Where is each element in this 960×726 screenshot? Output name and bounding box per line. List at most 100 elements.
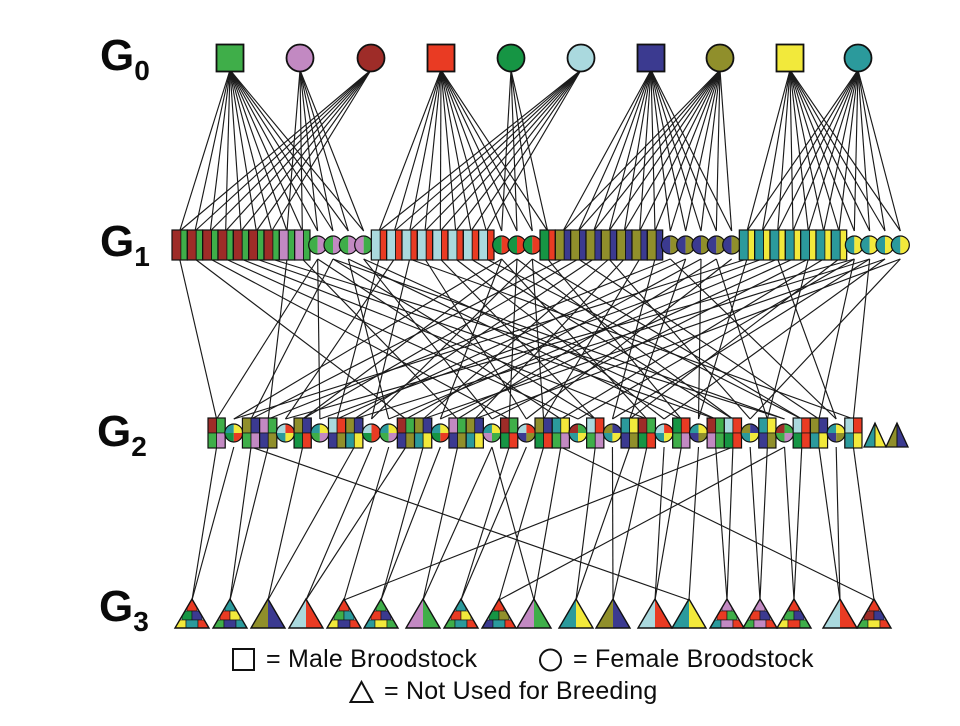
g3-offspring-17: [821, 597, 859, 629]
edge-g0-g1: [209, 69, 372, 232]
edge-g0-g1: [440, 69, 457, 232]
triangle-icon: [348, 679, 375, 703]
g2-offspring-31: [740, 423, 760, 443]
edge-g0-g1: [577, 69, 652, 232]
edge-g0-g1: [761, 69, 859, 232]
edge-g2-g3: [560, 446, 875, 601]
edge-g0-g1: [229, 69, 242, 232]
edge-g2-g3: [575, 446, 596, 601]
edge-g0-g1: [440, 69, 533, 232]
g3-offspring-1: [211, 597, 249, 629]
edge-g2-g3: [498, 446, 785, 601]
edge-g0-g1: [440, 69, 518, 232]
g1-offspring-27: [585, 229, 602, 261]
g2-offspring-37: [844, 417, 863, 449]
edge-g1-g2: [439, 258, 596, 420]
g2-offspring-20: [551, 417, 571, 449]
edge-g0-g1: [562, 69, 721, 232]
g0-parent-2: [356, 43, 386, 73]
g0-parent-3: [426, 43, 456, 73]
g0-parent-6: [636, 43, 666, 73]
gen-label-g1: G1: [100, 220, 150, 271]
edge-g2-g3: [852, 446, 875, 601]
g1-offspring-42: [815, 229, 832, 261]
legend-item-male: = Male Broodstock: [230, 645, 477, 674]
g3-offspring-8: [480, 597, 518, 629]
edge-g0-g1: [715, 69, 721, 232]
edge-g1-g2: [577, 258, 855, 420]
edge-g0-g1: [378, 69, 582, 232]
edge-g0-g1: [424, 69, 582, 232]
g0-parent-8: [775, 43, 805, 73]
edge-g1-g2: [532, 258, 803, 420]
edge-g1-g2: [470, 258, 734, 420]
edge-g2-g3: [343, 446, 390, 601]
edge-g1-g2: [543, 258, 641, 420]
g1-offspring-25: [554, 229, 572, 261]
edge-g2-g3: [575, 446, 631, 601]
edge-g0-g1: [719, 69, 733, 232]
g2-offspring-28: [688, 423, 709, 443]
edge-g1-g2: [256, 258, 716, 420]
edge-g0-g1: [240, 69, 372, 232]
edge-g1-g2: [317, 258, 321, 420]
g1-offspring-6: [263, 229, 280, 261]
edge-g1-g2: [285, 258, 855, 420]
edge-g0-g1: [857, 69, 901, 232]
edge-g2-g3: [191, 446, 235, 601]
g3-offspring-6: [404, 597, 442, 629]
edge-g2-g3: [343, 446, 734, 601]
gen-label-g0-sub: 0: [134, 55, 150, 86]
g2-offspring-29: [706, 417, 725, 449]
g1-offspring-46: [875, 235, 895, 255]
edge-g1-g2: [225, 258, 579, 420]
edge-g0-g1: [608, 69, 721, 232]
circle-icon: [539, 648, 562, 672]
g2-offspring-26: [654, 423, 674, 443]
g1-offspring-47: [890, 235, 910, 255]
edge-g0-g1: [225, 69, 231, 232]
edge-g1-g2: [439, 258, 503, 420]
g1-offspring-22: [507, 235, 527, 255]
edge-g0-g1: [777, 69, 859, 232]
g1-offspring-10: [323, 235, 343, 255]
square-icon: [232, 648, 255, 671]
edge-g0-g1: [650, 69, 671, 232]
g1-offspring-23: [522, 235, 542, 255]
edge-g0-g1: [439, 69, 442, 232]
g2-offspring-23: [602, 423, 623, 443]
g3-offspring-14: [708, 597, 746, 629]
edge-g1-g2: [501, 258, 648, 420]
edge-g1-g2: [560, 258, 824, 420]
edge-g2-g3: [380, 446, 441, 601]
g3-offspring-18: [855, 597, 893, 629]
edge-g2-g3: [533, 446, 562, 601]
edge-g0-g1: [608, 69, 652, 232]
edge-g2-g3: [759, 446, 768, 601]
gen-label-g1-text: G: [100, 217, 135, 266]
g2-offspring-18: [516, 423, 536, 443]
legend-item-female: = Female Broodstock: [537, 645, 814, 674]
g1-offspring-5: [248, 229, 265, 261]
edge-g0-g1: [789, 69, 825, 232]
edges: [179, 69, 901, 601]
g0-parent-7: [705, 43, 735, 73]
legend-label-male: = Male Broodstock: [266, 645, 478, 673]
edge-g2-g3: [491, 446, 535, 601]
gen-label-g0-text: G: [100, 31, 135, 80]
g0-parent-4: [496, 43, 526, 73]
edge-g1-g2: [486, 258, 803, 420]
edge-g0-g1: [639, 69, 721, 232]
g1-offspring-43: [830, 229, 848, 261]
g0-parent-1: [285, 43, 315, 73]
edge-g1-g2: [388, 258, 778, 420]
g3-offspring-16: [775, 597, 813, 629]
edge-g0-g1: [440, 69, 472, 232]
g1-offspring-35: [706, 235, 726, 255]
g1-offspring-41: [800, 229, 817, 261]
g2-offspring-16: [482, 423, 502, 443]
gen-label-g0: G0: [100, 34, 150, 85]
g2-offspring-17: [499, 417, 519, 449]
edge-g0-g1: [409, 69, 442, 232]
edge-g1-g2: [332, 258, 785, 420]
